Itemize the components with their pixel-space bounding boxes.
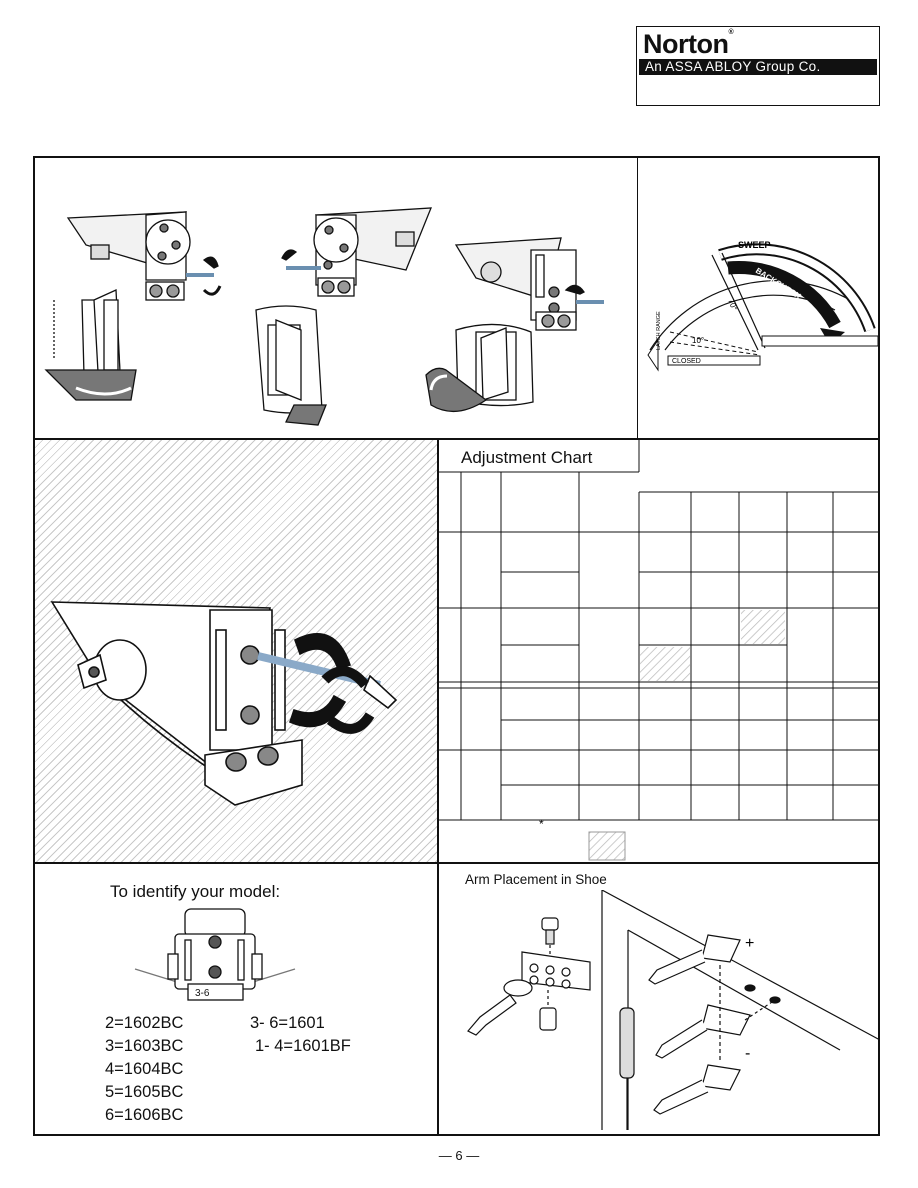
model-list-left: 2=1602BC 3=1603BC 4=1604BC 5=1605BC 6=16… [105, 1012, 183, 1127]
manual-frame [33, 156, 880, 1136]
adjustment-chart-title: Adjustment Chart [461, 448, 593, 467]
divider [637, 156, 638, 439]
model-list-item: 1- 4=1601BF [255, 1037, 351, 1055]
model-list-item: 6=1606BC [105, 1106, 184, 1124]
closed-label: CLOSED [672, 358, 701, 365]
angle-70-label: 70° [726, 297, 739, 312]
chart-asterisk: * [539, 817, 544, 831]
installation-steps-illustration [44, 207, 604, 426]
adjustment-chart-grid: * [439, 440, 880, 861]
divider [437, 438, 439, 1136]
arm-placement-illustration: + - [467, 890, 880, 1130]
brand-name: Norton® [643, 29, 734, 59]
page-number: — 6 — [438, 1148, 480, 1163]
model-list-item: 3- 6=1601 [250, 1014, 325, 1032]
arm-placement-title: Arm Placement in Shoe [465, 872, 607, 887]
divider [33, 438, 880, 440]
model-dial-illustration: 3-6 [134, 908, 296, 1001]
sweep-backcheck-diagram: SWEEP BACKCHECK LATCH RANGE CLOSED 70° 1… [647, 240, 878, 372]
model-id-title: To identify your model: [110, 882, 281, 901]
divider [33, 862, 880, 864]
angle-10-label: 10° [692, 336, 704, 345]
model-list-item: 5=1605BC [105, 1083, 184, 1101]
sweep-label: SWEEP [738, 240, 771, 250]
minus-label: - [745, 1045, 750, 1062]
brand-tagline: An ASSA ABLOY Group Co. [639, 59, 877, 75]
brand-logo: Norton® An ASSA ABLOY Group Co. [636, 26, 880, 106]
model-list-item: 3=1603BC [105, 1037, 184, 1055]
plus-label: + [745, 935, 754, 952]
model-list-right: 3- 6=1601 1- 4=1601BF [250, 1012, 351, 1058]
model-list-item: 4=1604BC [105, 1060, 184, 1078]
closer-adjustment-illustration [50, 601, 398, 806]
dial-label: 3-6 [195, 988, 210, 999]
latch-range-label: LATCH RANGE [656, 311, 662, 350]
model-list-item: 2=1602BC [105, 1014, 184, 1032]
